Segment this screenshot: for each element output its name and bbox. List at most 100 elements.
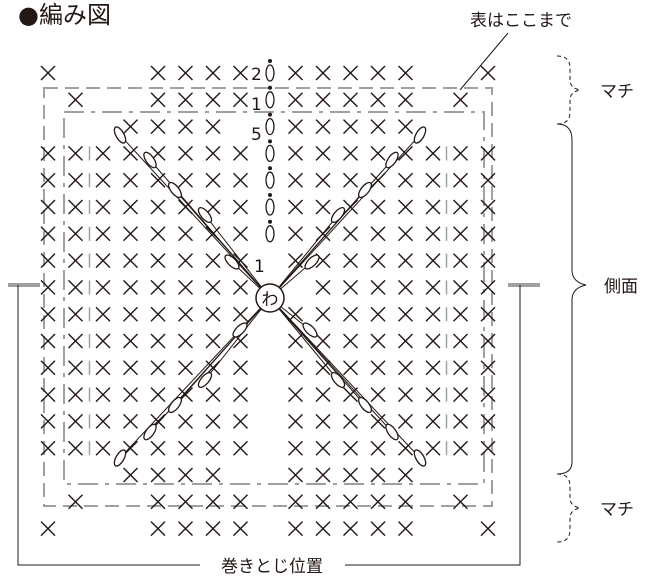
stitch-stroke <box>68 306 83 322</box>
chain-stitch-oval <box>167 181 183 199</box>
center-dot <box>268 85 272 90</box>
single-crochet-stitch <box>123 253 138 269</box>
stitch-stroke <box>68 494 83 510</box>
single-crochet-stitch <box>178 279 193 295</box>
stitch-stroke <box>315 145 331 161</box>
stitch-stroke <box>150 521 166 537</box>
stitch-stroke <box>453 360 468 376</box>
center-chain <box>265 117 275 136</box>
single-crochet-stitch <box>288 333 303 349</box>
single-crochet-stitch <box>68 333 83 349</box>
single-crochet-stitch <box>425 413 441 429</box>
single-crochet-stitch <box>480 360 496 376</box>
stitch-stroke <box>95 199 111 215</box>
stitch-stroke <box>425 333 441 349</box>
stitch-stroke <box>343 467 358 483</box>
single-crochet-stitch <box>150 494 166 510</box>
single-crochet-stitch <box>123 467 138 483</box>
single-crochet-stitch <box>123 145 138 161</box>
stitch-stroke <box>315 333 331 349</box>
single-crochet-stitch <box>453 306 468 322</box>
single-crochet-stitch <box>205 333 221 349</box>
single-crochet-stitch <box>343 145 358 161</box>
stitch-stroke <box>205 440 221 456</box>
section-braces <box>556 55 587 543</box>
single-crochet-stitch <box>233 494 248 510</box>
stitch-stroke <box>40 253 56 269</box>
stitch-stroke <box>398 333 413 349</box>
stitch-stroke <box>343 360 358 376</box>
single-crochet-stitch <box>40 279 56 295</box>
stitch-stroke <box>150 387 166 403</box>
stitch-stroke <box>398 413 413 429</box>
single-crochet-stitch <box>425 226 441 242</box>
single-crochet-stitch <box>95 360 111 376</box>
single-crochet-stitch <box>233 92 248 108</box>
single-crochet-stitch <box>288 360 303 376</box>
single-crochet-stitch <box>178 440 193 456</box>
single-crochet-stitch <box>398 467 413 483</box>
stitch-stroke <box>315 119 331 135</box>
single-crochet-stitch <box>425 253 441 269</box>
stitch-stroke <box>288 440 303 456</box>
single-crochet-stitch <box>68 279 83 295</box>
stitch-stroke <box>370 387 386 403</box>
single-crochet-stitch <box>205 413 221 429</box>
single-crochet-stitch <box>205 92 221 108</box>
stitch-stroke <box>453 333 468 349</box>
single-crochet-stitch <box>343 172 358 188</box>
single-crochet-stitch <box>398 226 413 242</box>
single-crochet-stitch <box>315 92 331 108</box>
row-number-2: 2 <box>251 65 262 85</box>
stitch-stroke <box>370 226 386 242</box>
stitch-stroke <box>233 413 248 429</box>
single-crochet-stitch <box>40 333 56 349</box>
brace-top <box>556 55 581 125</box>
stitch-stroke <box>370 279 386 295</box>
chain-stitch-oval <box>413 449 427 467</box>
single-crochet-stitch <box>343 253 358 269</box>
single-crochet-stitch <box>343 92 358 108</box>
single-crochet-stitch <box>480 387 496 403</box>
stitch-stroke <box>150 360 166 376</box>
single-crochet-stitch <box>370 279 386 295</box>
stitch-stroke <box>40 199 56 215</box>
single-crochet-stitch <box>95 226 111 242</box>
stitch-stroke <box>425 253 441 269</box>
single-crochet-stitch <box>40 226 56 242</box>
single-crochet-stitch <box>68 360 83 376</box>
single-crochet-stitch <box>288 92 303 108</box>
single-crochet-stitch <box>68 413 83 429</box>
stitch-stroke <box>288 253 303 269</box>
stitch-stroke <box>68 253 83 269</box>
stitch-stroke <box>343 440 358 456</box>
single-crochet-stitch <box>370 521 386 537</box>
center-chain <box>265 144 275 163</box>
single-crochet-stitch <box>343 413 358 429</box>
single-crochet-stitch <box>453 199 468 215</box>
stitch-stroke <box>453 279 468 295</box>
stitch-stroke <box>205 333 221 349</box>
single-crochet-stitch <box>343 360 358 376</box>
single-crochet-stitch <box>68 494 83 510</box>
single-crochet-stitch <box>398 521 413 537</box>
single-crochet-stitch <box>150 92 166 108</box>
stitch-stroke <box>150 226 166 242</box>
single-crochet-stitch <box>370 92 386 108</box>
stitch-stroke <box>425 145 441 161</box>
stitch-stroke <box>150 440 166 456</box>
stitch-stroke <box>233 199 248 215</box>
stitch-stroke <box>315 494 331 510</box>
stitch-stroke <box>123 360 138 376</box>
stitch-stroke <box>288 467 303 483</box>
stitch-stroke <box>315 413 331 429</box>
single-crochet-stitch <box>123 226 138 242</box>
stitch-stroke <box>288 65 303 81</box>
single-crochet-stitch <box>68 440 83 456</box>
increase-rays <box>113 126 427 467</box>
stitch-stroke <box>178 92 193 108</box>
single-crochet-stitch <box>425 440 441 456</box>
single-crochet-stitch <box>370 145 386 161</box>
stitch-stroke <box>40 413 56 429</box>
stitch-stroke <box>398 360 413 376</box>
